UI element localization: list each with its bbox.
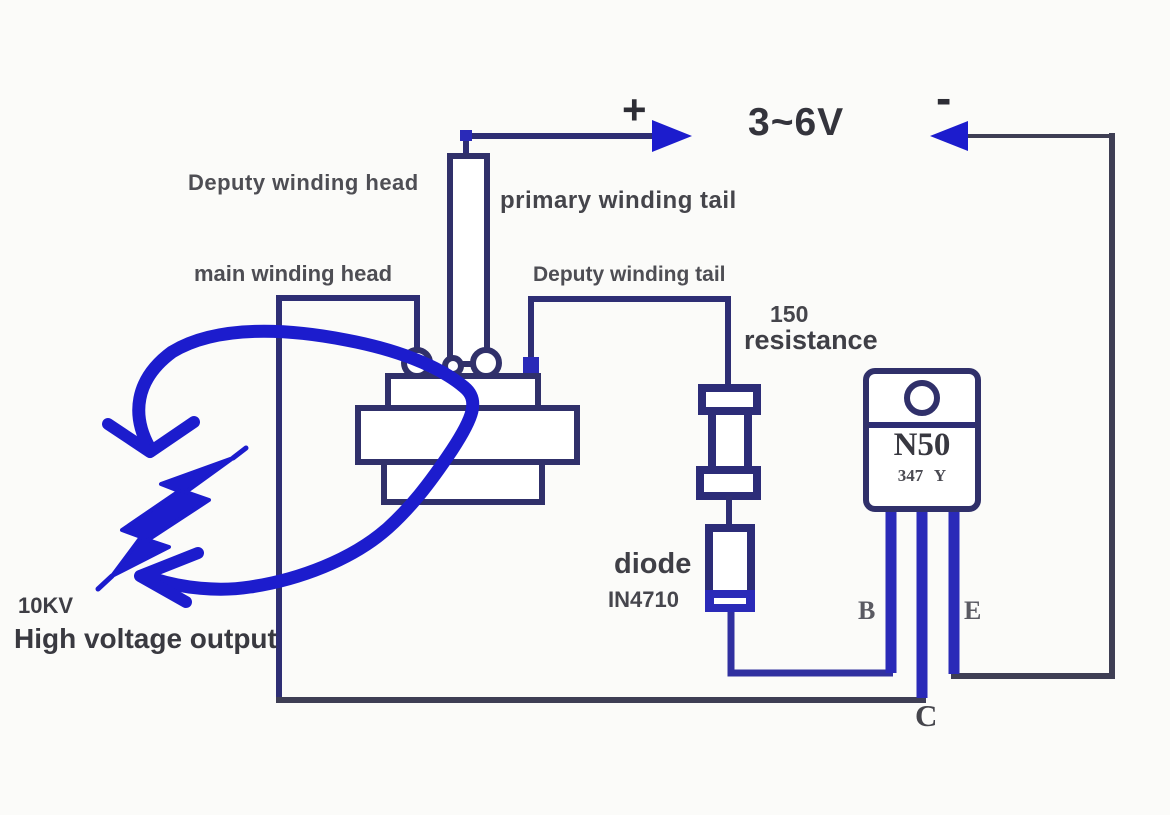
supply-plus-label: + xyxy=(622,86,647,133)
plus-arrow-icon xyxy=(460,120,692,158)
supply-voltage-label: 3~6V xyxy=(748,101,845,144)
high-voltage-annotation xyxy=(95,324,480,608)
primary-winding-tail-label: primary winding tail xyxy=(500,187,737,214)
output-kv-label: 10KV xyxy=(18,593,74,618)
mounting-hole-icon xyxy=(904,380,940,416)
main-winding-head-wire xyxy=(276,295,420,701)
diode-name-label: diode xyxy=(614,548,692,580)
diode-symbol xyxy=(705,524,893,677)
primary-winding-coil xyxy=(447,153,490,367)
main-winding-head-label: main winding head xyxy=(194,261,393,286)
resistor-symbol xyxy=(696,384,761,530)
deputy-winding-head-label: Deputy winding head xyxy=(188,170,419,195)
pin-emitter-label: E xyxy=(964,596,982,625)
arrowhead-bottom-icon xyxy=(134,547,204,608)
resistor-name-label: resistance xyxy=(744,325,878,355)
pin-collector-label: C xyxy=(915,698,938,733)
diode-part-label: IN4710 xyxy=(608,587,679,612)
resistor-value-label: 150 xyxy=(770,301,809,327)
output-name-label: High voltage output xyxy=(14,623,277,654)
feedback-loop-stroke xyxy=(132,324,480,596)
deputy-winding-tail-wire xyxy=(528,296,731,388)
transistor-code-label: 347 Y xyxy=(897,466,947,485)
arrowhead-top-icon xyxy=(102,416,200,458)
transistor-part-label: N50 xyxy=(893,427,951,463)
negative-rail-wire xyxy=(951,133,1115,679)
transistor-package xyxy=(863,368,981,698)
pin-base-label: B xyxy=(858,596,876,625)
supply-minus-label: - xyxy=(936,72,952,124)
deputy-winding-tail-label: Deputy winding tail xyxy=(533,263,726,286)
minus-arrow-icon xyxy=(930,121,1112,151)
